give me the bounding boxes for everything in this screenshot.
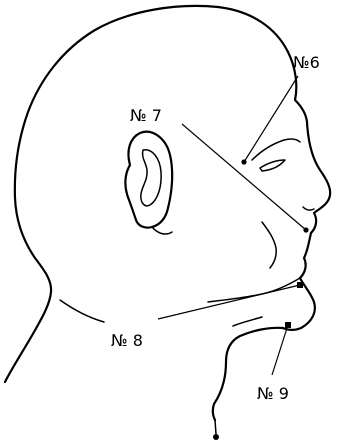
face-profile xyxy=(283,233,315,330)
point-label-6: №6 xyxy=(293,53,320,72)
neck-end-line xyxy=(215,420,216,434)
point-marker-6 xyxy=(241,159,246,164)
point-label-8: № 8 xyxy=(111,331,143,350)
leader-line-9 xyxy=(272,325,288,375)
eye xyxy=(260,160,285,171)
head-outline xyxy=(5,6,330,382)
under-chin-line xyxy=(233,317,262,326)
ear-inner xyxy=(141,150,161,206)
point-marker-7 xyxy=(303,227,308,232)
nostril xyxy=(303,207,314,210)
jaw-line xyxy=(208,278,300,302)
leader-line-8 xyxy=(158,285,300,319)
ear-outer xyxy=(125,132,172,228)
back-neck xyxy=(60,300,104,322)
leader-line-6 xyxy=(244,76,298,162)
point-marker-9 xyxy=(285,322,291,328)
neck-end-dot xyxy=(213,434,219,440)
point-marker-8 xyxy=(297,282,303,288)
point-label-9: № 9 xyxy=(257,384,289,403)
ear-lobe xyxy=(152,227,172,234)
cheek-crease xyxy=(262,222,276,268)
point-label-7: № 7 xyxy=(130,106,162,125)
eyebrow xyxy=(252,139,300,160)
